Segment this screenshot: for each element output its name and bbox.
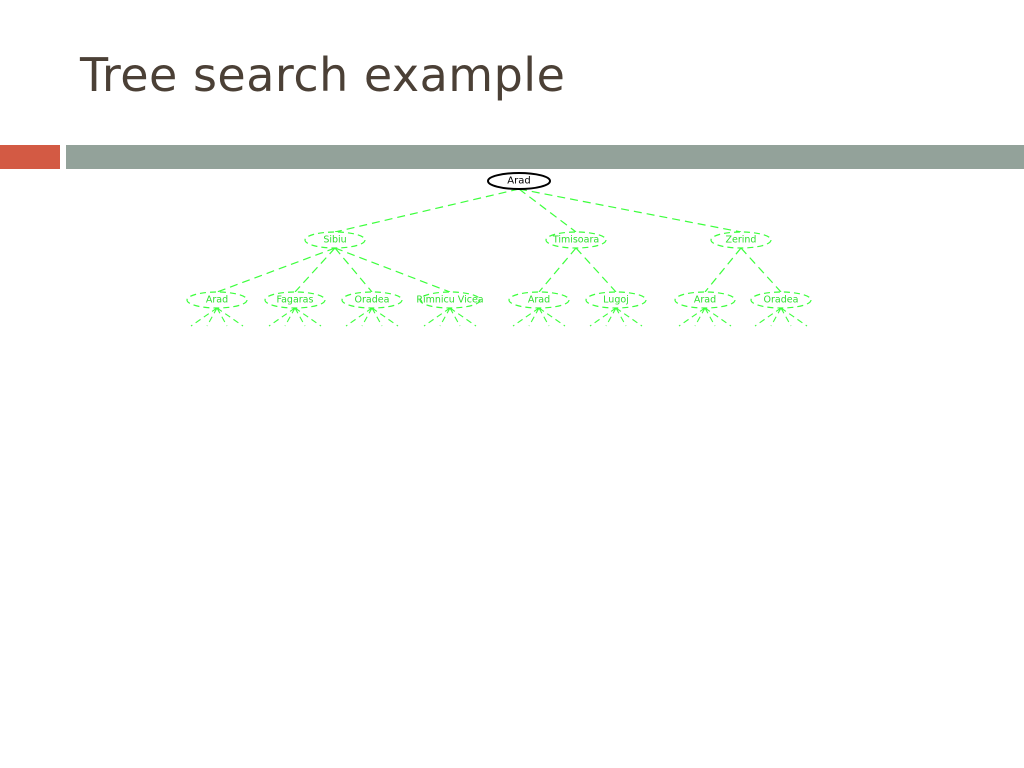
node-l2-arad-4: Arad xyxy=(508,291,570,309)
stub-fagaras-1-1 xyxy=(284,307,296,327)
node-l1-sibiu-label: Sibiu xyxy=(323,235,346,246)
stub-arad-4-0 xyxy=(512,307,540,327)
stub-lugoj-5-1 xyxy=(605,307,617,327)
stub-fagaras-1-2 xyxy=(294,307,306,327)
stub-oradea-2-1 xyxy=(361,307,373,327)
stub-oradea-7-3 xyxy=(780,307,808,327)
stub-arad-6-1 xyxy=(694,307,706,327)
edge-arad-sibiu xyxy=(334,188,520,233)
edge-sibiu-fagaras xyxy=(294,247,336,293)
edge-sibiu-oradea xyxy=(334,247,373,293)
stub-arad-0-0 xyxy=(190,307,218,327)
stub-oradea-2-2 xyxy=(371,307,383,327)
stub-oradea-2-0 xyxy=(345,307,373,327)
node-l2-fagaras-1-label: Fagaras xyxy=(277,295,314,306)
node-l2-oradea-2: Oradea xyxy=(341,291,403,309)
node-l1-zerind-label: Zerind xyxy=(726,235,757,246)
stub-arad-6-0 xyxy=(678,307,706,327)
stub-arad-0-3 xyxy=(216,307,244,327)
node-l1-timisoara-ellipse xyxy=(545,231,607,249)
node-l1-zerind-ellipse xyxy=(710,231,772,249)
node-root-arad: Arad xyxy=(487,172,551,190)
stub-rimnicu-vicea-3-1 xyxy=(439,307,451,327)
stub-arad-0-1 xyxy=(206,307,218,327)
node-l2-lugoj-5-ellipse xyxy=(585,291,647,309)
edge-sibiu-arad xyxy=(216,247,336,293)
accent-bar xyxy=(0,145,60,169)
node-l2-lugoj-5-label: Lugoj xyxy=(603,295,629,306)
edge-arad-zerind xyxy=(518,188,742,233)
node-root-arad-label: Arad xyxy=(507,176,530,187)
node-l2-arad-0-label: Arad xyxy=(206,295,228,306)
slide-title: Tree search example xyxy=(80,48,566,102)
edge-zerind-arad xyxy=(704,247,742,293)
node-l2-arad-0: Arad xyxy=(186,291,248,309)
stub-lugoj-5-0 xyxy=(589,307,617,327)
node-l2-arad-6: Arad xyxy=(674,291,736,309)
stub-arad-6-3 xyxy=(704,307,732,327)
tree-edge-stubs xyxy=(190,307,808,327)
stub-arad-0-2 xyxy=(216,307,228,327)
stub-oradea-7-2 xyxy=(780,307,792,327)
stub-arad-4-3 xyxy=(538,307,566,327)
title-divider-bar xyxy=(66,145,1024,169)
node-root-arad-ellipse xyxy=(487,172,551,190)
node-l2-rimnicu-vicea-3-label: Rimnicu Vicea xyxy=(416,295,483,306)
node-l2-oradea-2-label: Oradea xyxy=(355,295,390,306)
node-l2-fagaras-1-ellipse xyxy=(264,291,326,309)
stub-lugoj-5-2 xyxy=(615,307,627,327)
stub-oradea-7-0 xyxy=(754,307,782,327)
stub-fagaras-1-0 xyxy=(268,307,296,327)
stub-rimnicu-vicea-3-0 xyxy=(423,307,451,327)
node-l1-sibiu-ellipse xyxy=(304,231,366,249)
stub-arad-4-2 xyxy=(538,307,550,327)
edge-timisoara-lugoj xyxy=(575,247,617,293)
node-l1-zerind: Zerind xyxy=(710,231,772,249)
node-l2-arad-4-ellipse xyxy=(508,291,570,309)
node-l2-arad-6-label: Arad xyxy=(694,295,716,306)
node-l2-oradea-2-ellipse xyxy=(341,291,403,309)
edge-sibiu-rimnicu-vicea xyxy=(334,247,451,293)
stub-arad-4-1 xyxy=(528,307,540,327)
edge-timisoara-arad xyxy=(538,247,577,293)
node-l2-arad-0-ellipse xyxy=(186,291,248,309)
stub-oradea-2-3 xyxy=(371,307,399,327)
node-l1-sibiu: Sibiu xyxy=(304,231,366,249)
node-l2-rimnicu-vicea-3-ellipse xyxy=(419,291,481,309)
node-l2-fagaras-1: Fagaras xyxy=(264,291,326,309)
stub-lugoj-5-3 xyxy=(615,307,643,327)
node-l2-rimnicu-vicea-3: Rimnicu Vicea xyxy=(416,291,484,309)
node-l2-lugoj-5: Lugoj xyxy=(585,291,647,309)
tree-edges xyxy=(216,188,782,293)
node-l2-oradea-7-ellipse xyxy=(750,291,812,309)
node-l2-arad-4-label: Arad xyxy=(528,295,550,306)
node-l1-timisoara-label: Timisoara xyxy=(552,235,599,246)
edge-arad-timisoara xyxy=(518,188,577,233)
stub-rimnicu-vicea-3-3 xyxy=(449,307,477,327)
stub-arad-6-2 xyxy=(704,307,716,327)
edge-zerind-oradea xyxy=(740,247,782,293)
node-l2-arad-6-ellipse xyxy=(674,291,736,309)
node-l1-timisoara: Timisoara xyxy=(545,231,607,249)
stub-oradea-7-1 xyxy=(770,307,782,327)
stub-fagaras-1-3 xyxy=(294,307,322,327)
node-l2-oradea-7-label: Oradea xyxy=(764,295,799,306)
node-l2-oradea-7: Oradea xyxy=(750,291,812,309)
stub-rimnicu-vicea-3-2 xyxy=(449,307,461,327)
